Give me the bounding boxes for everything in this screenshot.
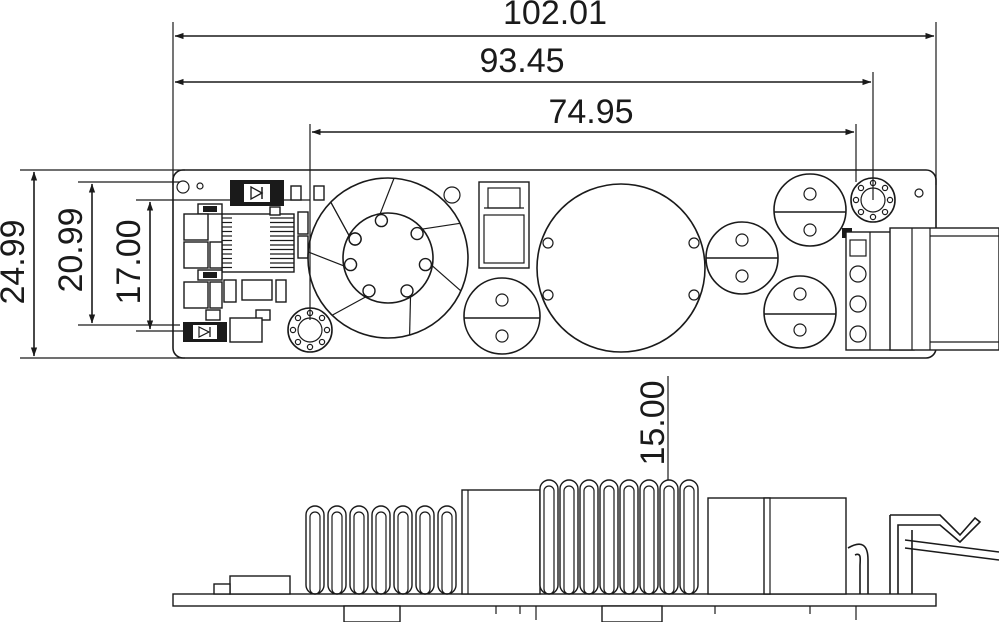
terminal-side [847, 514, 999, 594]
capacitor-side [461, 489, 541, 595]
ic-chip [221, 213, 295, 273]
diode-component [183, 322, 227, 342]
terminal-block [842, 227, 999, 351]
toroid-side [305, 505, 457, 595]
dim-width-hole-spacing: 17.00 [110, 219, 148, 304]
large-capacitor [536, 183, 706, 353]
smd-grid [183, 213, 287, 343]
side-view: 15.00 [172, 376, 999, 622]
dim-length-to-terminal-hole: 93.45 [479, 42, 564, 80]
toroid-inductor [307, 177, 469, 339]
small-capacitor [287, 307, 333, 353]
diode-component [230, 180, 284, 206]
dim-length-between-holes: 74.95 [548, 93, 633, 131]
relay-block [478, 181, 530, 269]
mounting-hole [176, 180, 190, 194]
small-capacitor [850, 177, 896, 223]
dim-overall-width: 24.99 [0, 219, 32, 304]
electrolytic-capacitor [705, 221, 779, 295]
capacitor-side [707, 497, 771, 595]
large-coil-side [539, 479, 699, 595]
electrolytic-capacitor [773, 173, 847, 247]
dim-overall-length: 102.01 [503, 0, 607, 32]
top-view: 102.01 93.45 74.95 24.99 20.99 17.00 [0, 0, 999, 359]
dim-component-height: 15.00 [634, 380, 672, 465]
mounting-hole [914, 188, 924, 198]
electrolytic-capacitor [763, 275, 837, 349]
capacitor-side [763, 497, 847, 595]
dim-width-inner: 20.99 [52, 207, 90, 292]
pcb-side [172, 593, 937, 607]
electrolytic-capacitor [463, 277, 541, 355]
